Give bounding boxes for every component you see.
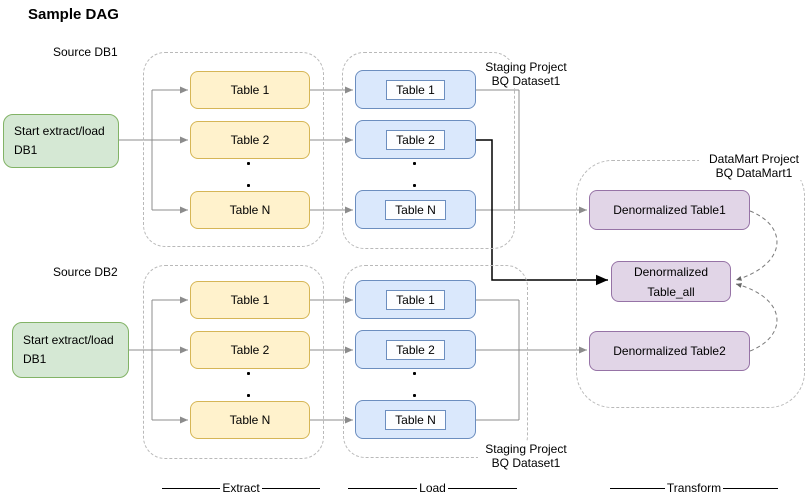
vertical-ellipsis [247, 394, 250, 397]
staging-db1-label: Staging Project BQ Dataset1 [478, 60, 574, 88]
node-denormalized-table2: Denormalized Table2 [589, 331, 750, 371]
stage-label-transform-text: Transform [666, 481, 722, 495]
node-db1-load-table1: Table 1 [355, 70, 476, 109]
node-db1-load-table2: Table 2 [355, 120, 476, 159]
start-node-db2: Start extract/load DB1 [12, 322, 129, 378]
stage-line-right [261, 487, 320, 489]
start-node-db2-line1: Start extract/load [23, 333, 114, 347]
datamart-label: DataMart Project BQ DataMart1 [699, 152, 809, 180]
staging-db2-label: Staging Project BQ Dataset1 [478, 442, 574, 470]
stage-line-right [723, 487, 779, 489]
vertical-ellipsis [247, 184, 250, 187]
stage-label-extract-text: Extract [222, 481, 260, 495]
start-node-db1-line1: Start extract/load [14, 124, 105, 138]
stage-line-left [162, 487, 221, 489]
vertical-ellipsis [413, 394, 416, 397]
start-node-db1-line2: DB1 [14, 143, 38, 157]
node-db2-load-tablen-label: Table N [385, 409, 446, 430]
node-db2-extract-tablen: Table N [190, 401, 310, 439]
stage-line-right [447, 487, 518, 489]
node-db2-load-table1: Table 1 [355, 280, 476, 319]
node-db2-extract-table1: Table 1 [190, 281, 310, 319]
node-db1-extract-tablen: Table N [190, 191, 310, 229]
staging-db1-label-line1: Staging Project [485, 60, 567, 74]
node-db1-load-tablen-label: Table N [385, 199, 446, 220]
node-denormalized-table-all-line1: Denormalized [633, 264, 709, 279]
node-db2-extract-table2: Table 2 [190, 331, 310, 369]
vertical-ellipsis [413, 372, 416, 375]
group-extract-db2 [143, 265, 324, 459]
stage-label-load-text: Load [419, 481, 446, 495]
node-db1-extract-table2: Table 2 [190, 121, 310, 159]
vertical-ellipsis [413, 162, 416, 165]
stage-line-left [610, 487, 665, 489]
vertical-ellipsis [413, 184, 416, 187]
node-db2-load-table2-label: Table 2 [386, 339, 445, 360]
group-staging-db1 [342, 52, 515, 249]
node-denormalized-table-all-line2: Table_all [647, 284, 695, 299]
diagram-title: Sample DAG [28, 6, 119, 23]
stage-line-left [348, 487, 418, 489]
node-denormalized-table1: Denormalized Table1 [589, 190, 750, 230]
node-db2-load-table2: Table 2 [355, 330, 476, 369]
stage-label-extract: Extract [162, 481, 320, 495]
stage-label-transform: Transform [610, 481, 779, 495]
vertical-ellipsis [247, 162, 250, 165]
staging-db2-label-line1: Staging Project [485, 442, 567, 456]
node-db1-load-table2-label: Table 2 [386, 129, 445, 150]
datamart-label-line2: BQ DataMart1 [715, 166, 793, 180]
datamart-label-line1: DataMart Project [708, 152, 800, 166]
group-extract-db1 [143, 52, 324, 247]
node-db1-extract-table1: Table 1 [190, 71, 310, 109]
node-db1-load-tablen: Table N [355, 190, 476, 229]
source-db1-label: Source DB1 [53, 45, 118, 59]
vertical-ellipsis [247, 372, 250, 375]
start-node-db2-line2: DB1 [23, 352, 47, 366]
node-db1-load-table1-label: Table 1 [386, 79, 445, 100]
stage-label-load: Load [348, 481, 518, 495]
group-staging-db2 [343, 265, 528, 458]
staging-db1-label-line2: BQ Dataset1 [491, 74, 561, 88]
staging-db2-label-line2: BQ Dataset1 [491, 456, 561, 470]
source-db2-label: Source DB2 [53, 265, 118, 279]
node-db2-load-table1-label: Table 1 [386, 289, 445, 310]
group-datamart [576, 160, 805, 408]
node-denormalized-table-all: Denormalized Table_all [611, 261, 731, 302]
node-db2-load-tablen: Table N [355, 400, 476, 439]
start-node-db1: Start extract/load DB1 [3, 114, 119, 168]
